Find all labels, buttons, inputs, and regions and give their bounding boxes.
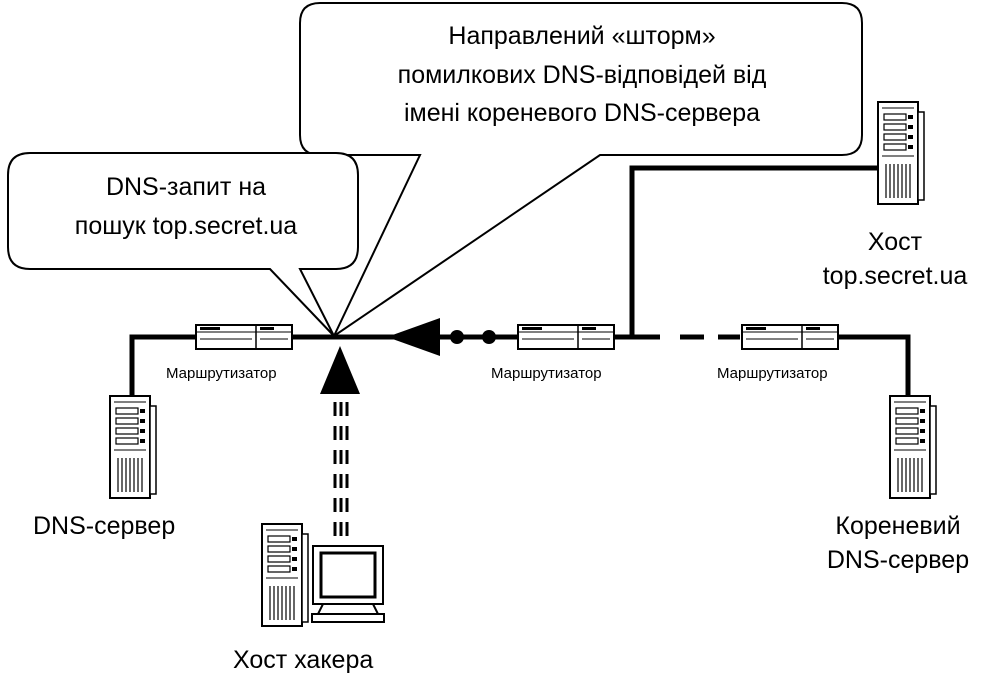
hacker-host-label: Хост хакера — [233, 646, 373, 674]
root-dns-label-line1: Кореневий — [835, 512, 960, 540]
router-left-label: Маршрутизатор — [166, 365, 277, 382]
router-left-icon — [195, 324, 293, 350]
root-dns-server-icon — [889, 395, 937, 499]
storm-callout-line2: помилкових DNS-відповідей від — [398, 61, 767, 89]
router-right-label: Маршрутизатор — [717, 365, 828, 382]
storm-callout-line3: імені кореневого DNS-сервера — [404, 99, 760, 127]
query-callout-line2: пошук top.secret.ua — [75, 212, 298, 240]
target-host-icon — [877, 101, 925, 205]
router-right-icon — [741, 324, 839, 350]
root-dns-label-line2: DNS-сервер — [827, 546, 969, 574]
target-host-label-line2: top.secret.ua — [823, 262, 968, 290]
spoofed-responses-arrow — [387, 318, 496, 356]
target-host-label-line1: Хост — [868, 228, 923, 256]
hacker-host-icon — [261, 523, 385, 627]
storm-callout-line1: Направлений «шторм» — [448, 22, 715, 50]
query-callout-line1: DNS-запит на — [106, 173, 266, 201]
link-target-host — [629, 165, 878, 337]
dns-server-label: DNS-сервер — [33, 512, 175, 540]
router-middle-label: Маршрутизатор — [491, 365, 602, 382]
link-root-dns — [836, 334, 911, 402]
dns-server-icon — [109, 395, 157, 499]
storm-callout: Направлений «шторм» помилкових DNS-відпо… — [299, 2, 863, 339]
router-middle-icon — [517, 324, 615, 350]
network-links — [129, 165, 911, 440]
query-callout: DNS-запит на пошук top.secret.ua — [7, 152, 359, 337]
